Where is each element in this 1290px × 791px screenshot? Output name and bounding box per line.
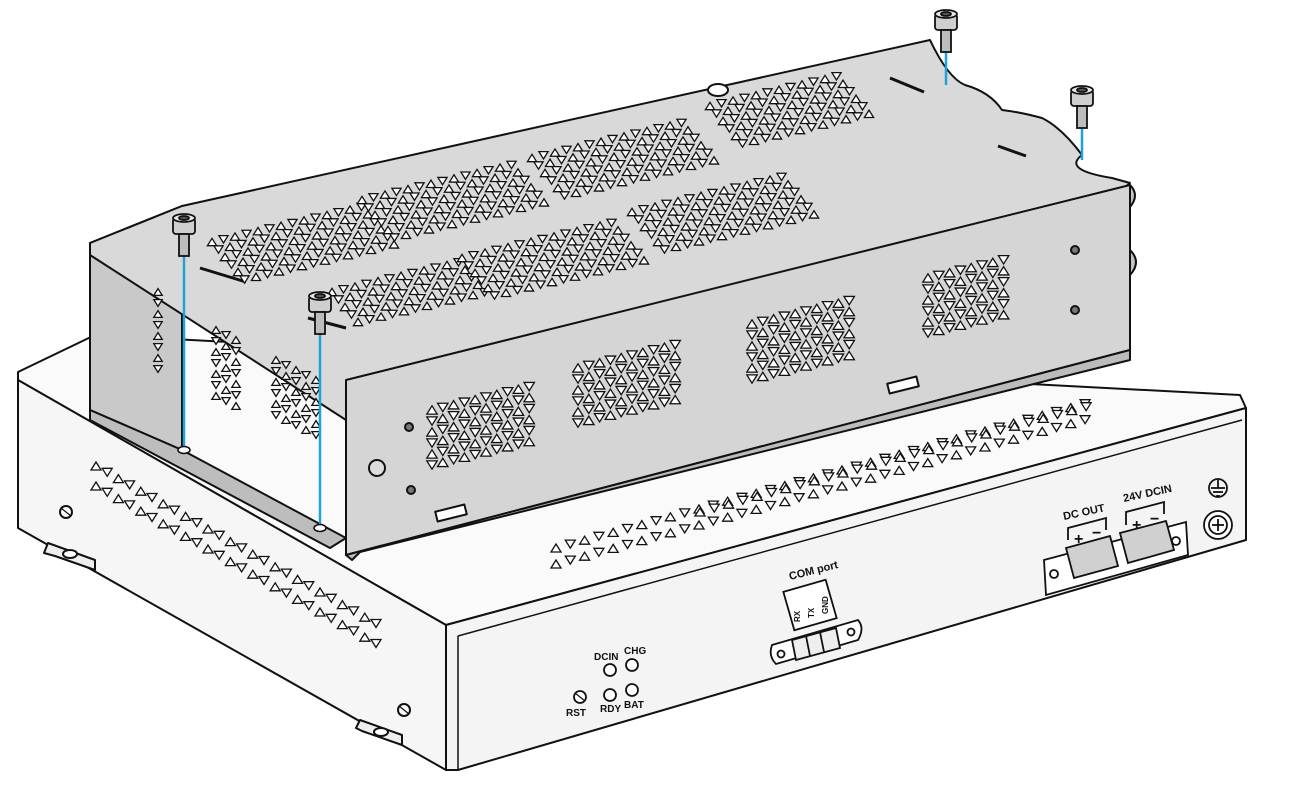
status-led-group <box>573 658 639 704</box>
enclosure-front-face <box>445 407 1247 771</box>
screw-guide-lines <box>182 52 1084 528</box>
cap-screw-icon[interactable] <box>1070 85 1094 129</box>
dcin-led <box>603 663 617 677</box>
cover-left-vent-grilles <box>152 287 322 440</box>
cover-front-vent-grilles <box>425 254 1010 471</box>
enclosure-left-grille-row-1 <box>89 460 383 629</box>
ground-symbol-icon <box>1208 478 1228 498</box>
com-gnd-label: GND <box>821 596 830 614</box>
cover-top-grille-1 <box>206 202 400 285</box>
dc-out-terminal <box>1064 534 1120 580</box>
enclosure-left-grille-row-2 <box>89 480 383 649</box>
rst-label: RST <box>566 708 586 719</box>
dcin-terminal <box>1118 519 1176 565</box>
cover-top-grille-6 <box>456 218 650 301</box>
cover-bottom-flange <box>345 349 1131 561</box>
cover-left-grille-2 <box>210 325 242 411</box>
cover-top-vent-grilles <box>206 71 875 327</box>
bat-label: BAT <box>624 700 644 711</box>
dcin-plus: + <box>1132 517 1141 534</box>
chg-label: CHG <box>624 646 646 657</box>
enclosure-top-vents <box>549 399 1093 569</box>
cover-top-grille-2 <box>356 160 550 243</box>
enclosure-top-vent-row-3 <box>693 402 1093 517</box>
rdy-led <box>603 688 617 702</box>
chg-led <box>625 658 639 672</box>
cap-screw-icon[interactable] <box>172 213 196 257</box>
enclosure-left-vents <box>89 460 383 649</box>
cover-inner-floor <box>89 409 347 549</box>
cover-front-grille-3 <box>745 295 856 385</box>
screw-hole-1 <box>177 445 191 455</box>
bat-led <box>625 683 639 697</box>
com-port-label-box <box>782 578 838 632</box>
cap-screw-icon[interactable] <box>308 291 332 335</box>
cover-front-grille-1 <box>425 381 536 471</box>
com-port-connector[interactable] <box>769 578 863 666</box>
cover-left-grille-3 <box>270 355 322 440</box>
screw-hole-2 <box>313 523 327 533</box>
cover-top-grille-5 <box>326 257 491 327</box>
rdy-label: RDY <box>600 704 621 715</box>
com-tx-label: TX <box>807 607 816 618</box>
cover-top-grille-7 <box>626 172 820 255</box>
power-connector-block[interactable] <box>1043 500 1189 597</box>
dc-out-minus: − <box>1092 525 1101 542</box>
cover-left-grille-1 <box>152 287 164 374</box>
dcin-minus: − <box>1150 511 1159 528</box>
mounting-screws <box>172 9 1094 335</box>
dc-out-plus: + <box>1074 531 1083 548</box>
cover-right-end <box>1129 184 1137 351</box>
com-rx-label: RX <box>793 610 802 622</box>
ground-screw[interactable] <box>1203 510 1233 540</box>
dcin-label: DCIN <box>594 652 618 663</box>
cover-top-grille-3 <box>526 118 720 201</box>
cap-screw-icon[interactable] <box>934 9 958 53</box>
cover-front-grille-4 <box>921 254 1010 339</box>
com-port-terminal-block <box>790 626 842 662</box>
cover-front-grille-2 <box>571 339 682 429</box>
enclosure-top-vent-row-2 <box>549 415 1092 569</box>
cover-top-grille-4 <box>704 71 875 149</box>
